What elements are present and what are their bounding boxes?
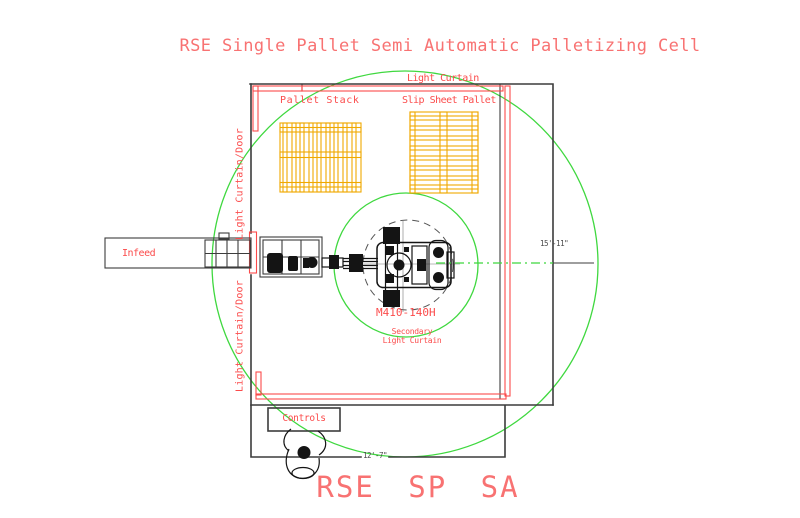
cell-walls: [249, 83, 554, 458]
controls-cabinet-outline: [267, 407, 341, 432]
infeed-conveyor-drawing: [104, 232, 252, 269]
robot-model-label: M410-140H: [376, 306, 436, 319]
light-curtain-door-upper-label: Light Curtain/Door: [234, 128, 246, 240]
slip-sheet-pallet-drawing: [409, 111, 479, 194]
infeed-label: Infeed: [122, 248, 156, 259]
drawing-title: RSE Single Pallet Semi Automatic Palleti…: [179, 36, 701, 56]
operator-figure: [283, 428, 327, 480]
robot-reach-dashed-circle: [362, 219, 454, 311]
pallet-stack-label: Pallet Stack: [280, 95, 360, 106]
robot-m410-drawing: [343, 220, 460, 312]
operator-head: [297, 446, 311, 459]
pallet-stack-drawing: [279, 122, 362, 193]
light-curtain-top-label: Light Curtain: [407, 73, 479, 84]
slip-sheet-pallet-label: Slip Sheet Pallet: [402, 95, 496, 106]
vertical-dimension-text: 15'-11": [540, 239, 569, 248]
secondary-light-curtain-line1: Secondary: [391, 327, 433, 336]
light-curtain-lines: [248, 85, 511, 400]
horizontal-dimension-text: 12'-7": [362, 451, 388, 460]
secondary-light-curtain-label: Secondary Light Curtain: [382, 327, 442, 345]
controls-label: Controls: [282, 413, 326, 424]
light-curtain-door-lower-label: Light Curtain/Door: [234, 280, 246, 392]
cell-conveyor-drawing: [259, 236, 344, 278]
cell-code-label: RSE SP SA: [316, 470, 520, 504]
secondary-light-curtain-line2: Light Curtain: [382, 335, 442, 345]
